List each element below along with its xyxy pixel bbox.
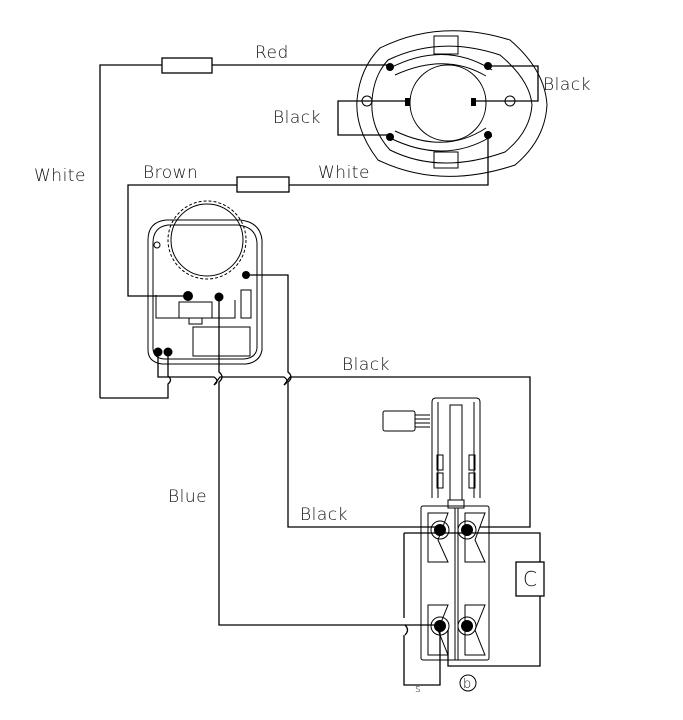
- wire-brown-white: [127, 135, 489, 297]
- label-black-top: Black: [342, 355, 390, 375]
- svg-text:b: b: [463, 677, 472, 692]
- fuse: [240, 289, 252, 319]
- wire-black-switch: [246, 274, 440, 528]
- label-black-switch: Black: [300, 505, 348, 525]
- label-blue: Blue: [168, 487, 207, 507]
- switch-assembly: [382, 397, 490, 661]
- wire-blue: [218, 297, 440, 636]
- label-brown: Brown: [143, 163, 198, 183]
- control-box: [147, 200, 263, 365]
- label-black-motor-left: Black: [273, 108, 321, 128]
- resistor-white: [236, 176, 290, 193]
- marker-b: b: [459, 674, 477, 692]
- wire-white-return: [100, 352, 172, 399]
- svg-text:s: s: [415, 682, 421, 695]
- motor-stator: [356, 30, 548, 177]
- label-black-motor-right: Black: [543, 75, 591, 95]
- switch-knob: [382, 410, 416, 432]
- wire-black-top: [157, 352, 531, 528]
- capacitor-circuit: [403, 532, 545, 686]
- capacitor-label: C: [523, 567, 537, 591]
- wire-red: [99, 57, 390, 398]
- marker-s: s: [415, 682, 421, 695]
- capacitor: [515, 561, 545, 597]
- resistor-red: [161, 57, 213, 74]
- label-red: Red: [255, 43, 289, 63]
- wire-black-motor-right: [476, 65, 539, 102]
- wire-black-motor-left: [337, 100, 405, 136]
- label-white-left: White: [34, 166, 86, 186]
- label-white-middle: White: [318, 163, 370, 183]
